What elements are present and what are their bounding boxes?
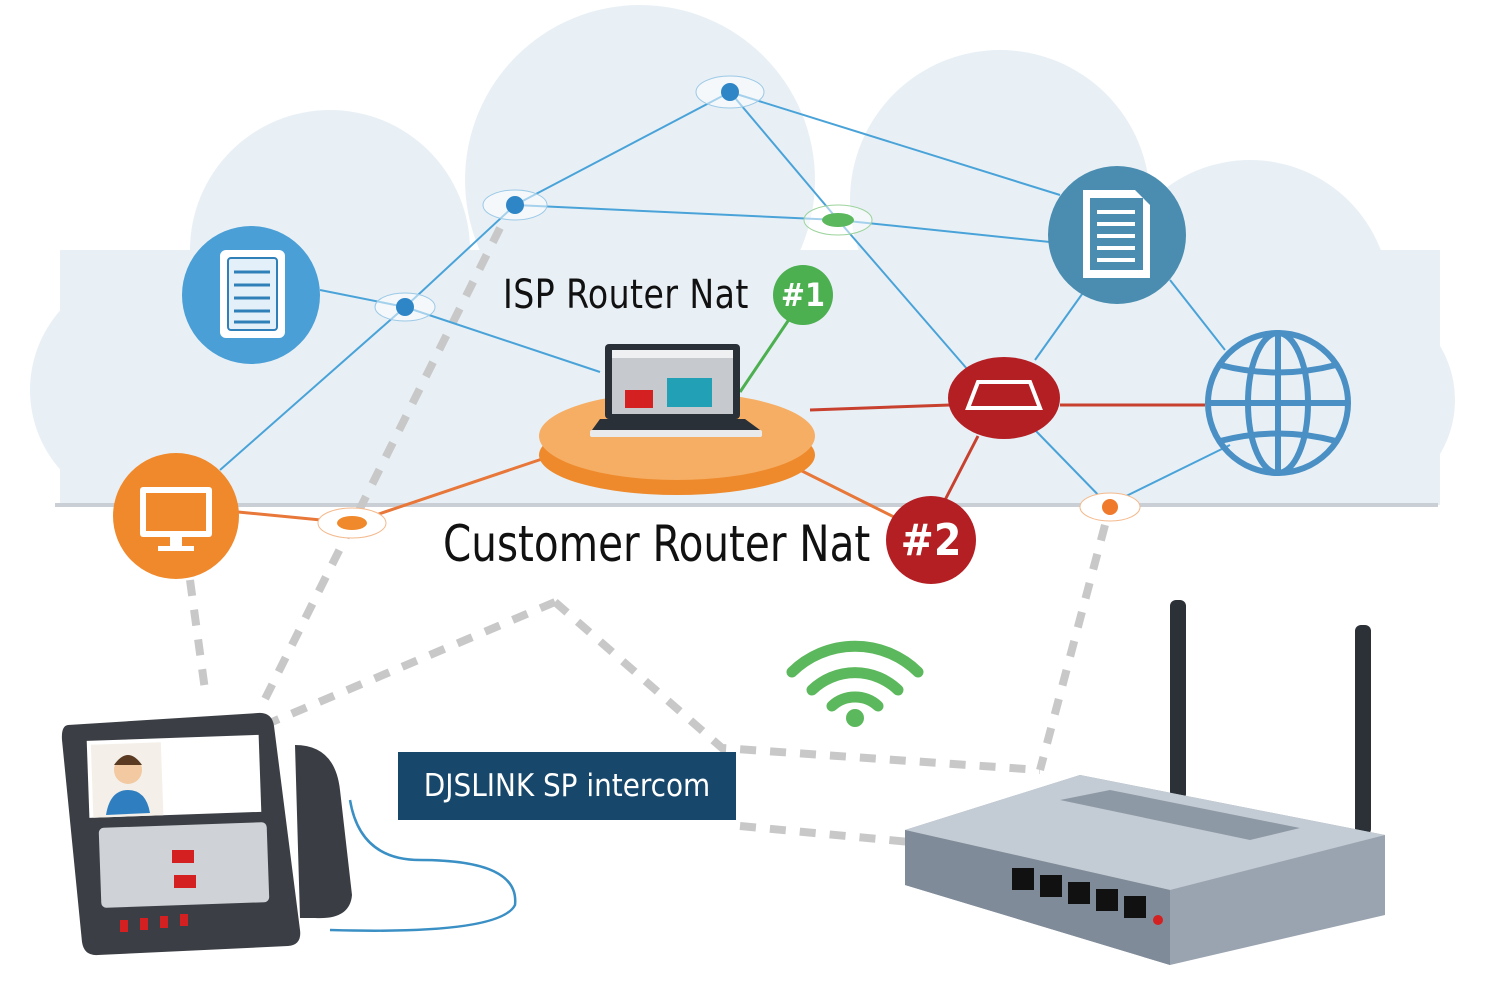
network-node (695, 75, 765, 109)
laptop-icon (539, 344, 815, 495)
network-node (1079, 492, 1141, 522)
monitor-icon (113, 453, 239, 579)
isp-badge: #1 (773, 265, 833, 325)
wireless-router-icon (905, 600, 1385, 965)
green-link (738, 317, 792, 393)
blue-links (219, 91, 1231, 506)
network-node (482, 189, 548, 221)
intercom-label: DJSLINK SP intercom (398, 752, 736, 820)
router-node-icon (948, 357, 1060, 439)
customer-router-label: Customer Router Nat (443, 515, 871, 573)
red-links (809, 403, 1205, 501)
server-document-icon (182, 226, 320, 364)
network-node (803, 204, 873, 236)
document-icon (1048, 166, 1186, 304)
network-node (374, 292, 436, 322)
isp-router-label: ISP Router Nat (503, 272, 749, 318)
intercom-phone-icon (61, 712, 517, 956)
wifi-icon (786, 640, 924, 727)
globe-icon (1205, 330, 1351, 476)
customer-badge: #2 (886, 496, 976, 584)
network-node (317, 507, 387, 539)
dashed-links (186, 226, 1109, 846)
